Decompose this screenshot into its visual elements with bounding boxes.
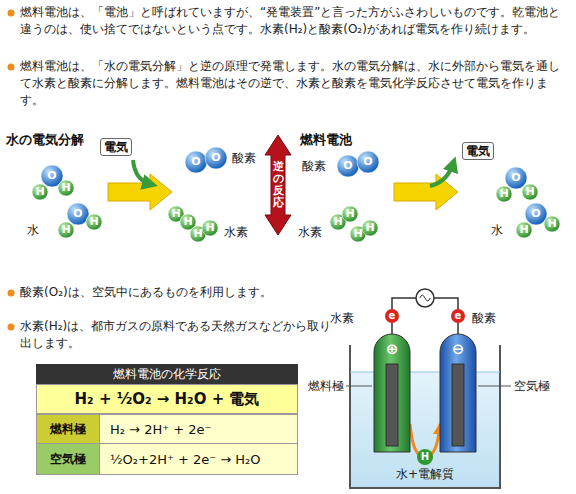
table-cell: 空気極 xyxy=(36,443,100,475)
substance-label: 水 xyxy=(27,222,39,238)
atom-letter: H xyxy=(520,184,540,200)
atom-letter: H xyxy=(328,214,348,230)
atom-letter: H xyxy=(514,222,534,238)
atom-letter: O xyxy=(506,170,526,186)
atom-letter: H xyxy=(30,184,50,200)
atom-letter: O xyxy=(526,206,546,222)
lamp xyxy=(416,289,434,307)
atom-letter: H xyxy=(494,186,514,202)
atom-letter: H xyxy=(56,180,76,196)
air-electrode: ⊖空気極 xyxy=(440,334,476,452)
electron-mark: e xyxy=(385,309,399,323)
gas-label: 水素 xyxy=(330,310,354,326)
table-cell: H₂ → 2H⁺ + 2e⁻ xyxy=(99,414,298,444)
atom-letter: H xyxy=(200,220,220,236)
energy-label: 電気 xyxy=(462,142,494,160)
substance-label: 酸素 xyxy=(302,158,326,174)
atom-letter: H xyxy=(178,214,198,230)
polarity-sign: ⊖ xyxy=(440,340,476,358)
atom-letter: H xyxy=(542,216,562,232)
electrode-label: 空気極 xyxy=(514,378,550,394)
table-cell: ½O₂+2H⁺ + 2e⁻ → H₂O xyxy=(99,443,298,475)
atom xyxy=(32,184,48,200)
substance-label: 水素 xyxy=(224,224,248,240)
atom xyxy=(86,214,102,230)
electron-mark: e xyxy=(451,309,465,323)
atom xyxy=(525,203,547,225)
atom-letter: H xyxy=(340,206,360,222)
atom-letter: O xyxy=(338,158,358,174)
intro-text: 燃料電池は、「水の電気分解」と逆の原理で発電します。水の電気分解は、水に外部から… xyxy=(20,58,570,109)
atom xyxy=(58,222,74,238)
atom xyxy=(342,206,358,222)
energy-label: 電気 xyxy=(100,138,132,156)
table-cell: H₂ + ½O₂ → H₂O + 電気 xyxy=(36,384,298,414)
beaker xyxy=(350,345,500,488)
panel-title: 水の電気分解 xyxy=(6,132,84,148)
atom-letter: H xyxy=(56,222,76,238)
ion-flow-arrow xyxy=(410,424,440,457)
reverse-arrow-shape xyxy=(265,135,291,235)
electrode-tube xyxy=(374,334,410,452)
electrode-rod xyxy=(452,364,464,446)
atom xyxy=(202,220,218,236)
gas-label: 酸素 xyxy=(472,310,496,326)
leader-lines xyxy=(346,386,511,387)
electrode-label: 燃料極 xyxy=(308,378,344,394)
electrolyte-label: 水+電解質 xyxy=(385,466,465,482)
atom-letter: O xyxy=(358,154,378,170)
atom-letter: H xyxy=(166,206,186,222)
atom xyxy=(58,180,74,196)
atom xyxy=(544,216,560,232)
substance-label: 水 xyxy=(491,222,503,238)
atom xyxy=(185,151,207,173)
atom xyxy=(362,220,378,236)
tube-outline xyxy=(374,334,410,452)
note-text: 水素(H₂)は、都市ガスの原料である天然ガスなどから取り出します。 xyxy=(20,318,338,352)
reverse-arrow: 逆の反応 xyxy=(265,135,291,235)
reaction-arrows xyxy=(108,160,458,210)
atom-letter: H xyxy=(84,214,104,230)
electrode-tube xyxy=(440,334,476,452)
tube-outline xyxy=(440,334,476,452)
bullets xyxy=(8,10,15,331)
substance-label: 水素 xyxy=(298,224,322,240)
atom xyxy=(496,186,512,202)
ion-mark: H xyxy=(417,449,433,465)
molecules xyxy=(32,147,560,242)
atom xyxy=(505,167,527,189)
atom-letter: H xyxy=(188,226,208,242)
note-text: 酸素(O₂)は、空気中にあるものを利用します。 xyxy=(20,284,330,301)
atom-letter: O xyxy=(206,150,226,166)
substance-label: 酸素 xyxy=(232,150,256,166)
atom xyxy=(357,151,379,173)
atom-letter: O xyxy=(186,154,206,170)
atom-letter: H xyxy=(360,220,380,236)
atom xyxy=(522,184,538,200)
atom-letter: O xyxy=(42,168,62,184)
atom xyxy=(516,222,532,238)
reverse-label: 逆の反応 xyxy=(273,161,284,209)
atom xyxy=(205,147,227,169)
panel-title: 燃料電池 xyxy=(300,132,352,148)
atom-letter: O xyxy=(68,206,88,222)
atom xyxy=(337,155,359,177)
table-header: 燃料電池の化学反応 xyxy=(36,364,298,384)
reverse-arrow-shape xyxy=(265,135,291,235)
atom xyxy=(67,203,89,225)
fuel-electrode: ⊕燃料極 xyxy=(374,334,410,452)
table-cell: 燃料極 xyxy=(36,414,100,444)
atom-letter: H xyxy=(348,226,368,242)
polarity-sign: ⊕ xyxy=(374,340,410,358)
electrode-rod xyxy=(386,364,398,446)
intro-text: 燃料電池は、「電池」と呼ばれていますが、“発電装置”と言った方がふさわしいもので… xyxy=(20,4,570,38)
